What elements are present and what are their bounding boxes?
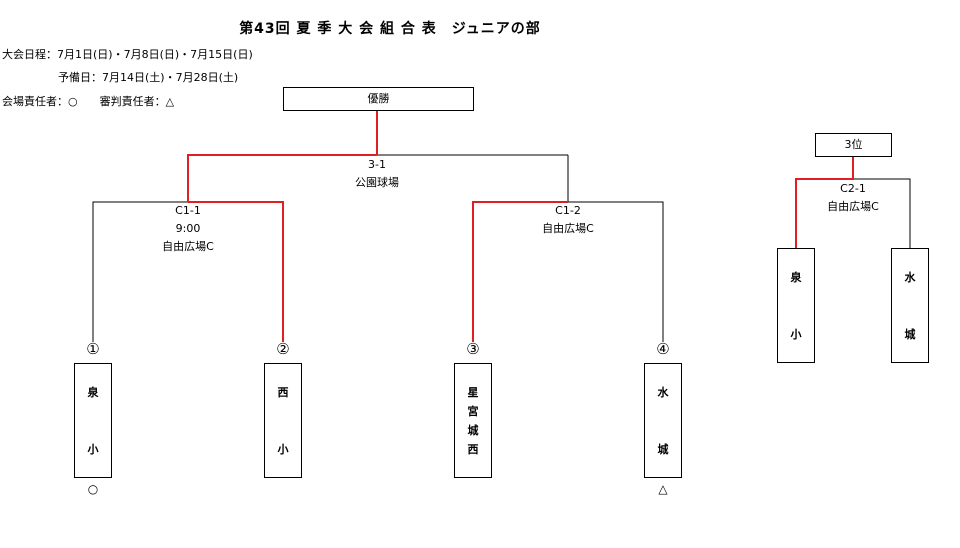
third-right-char-1: 水 [904, 271, 916, 284]
bracket-black-lines [92, 154, 911, 342]
team-box-4: 水 城 [644, 363, 682, 478]
bracket-winner-lines [187, 111, 854, 342]
semi1-time: 9:00 [175, 222, 201, 235]
third-place-team-left: 泉 小 [777, 248, 815, 363]
semi2-venue: 自由広場C [542, 222, 594, 235]
reserve-row: 予備日：7月14日(土)・7月28日(土) [58, 69, 238, 85]
team-3-char-4: 西 [467, 443, 479, 456]
team-number-4: ④ [656, 340, 670, 358]
team-number-3: ③ [466, 340, 480, 358]
team-4-mark: △ [658, 482, 668, 496]
team-2-char-2: 小 [277, 443, 289, 456]
team-box-2: 西 小 [264, 363, 302, 478]
semi1-venue: 自由広場C [162, 240, 214, 253]
team-3-char-3: 城 [467, 424, 479, 437]
third-place-box: 3位 [815, 133, 892, 157]
team-4-char-1: 水 [657, 386, 669, 399]
reserve-dates: 7月14日(土)・7月28日(土) [102, 71, 239, 84]
responsibility-note: 会場責任者：○ 審判責任者：△ [2, 95, 175, 108]
schedule-dates: 7月1日(日)・7月8日(日)・7月15日(日) [57, 48, 253, 61]
third-place-match-label: C2-1 自由広場C [793, 180, 913, 216]
team-number-1: ① [86, 340, 100, 358]
third-left-char-2: 小 [790, 328, 802, 341]
semi2-match-label: C1-2 自由広場C [508, 202, 628, 238]
schedule-label: 大会日程： [2, 48, 57, 61]
final-match-label: 3-1 公園球場 [317, 156, 437, 192]
third-place-venue: 自由広場C [827, 200, 879, 213]
third-place-team-right: 水 城 [891, 248, 929, 363]
final-match-id: 3-1 [368, 158, 386, 171]
team-1-char-1: 泉 [87, 386, 99, 399]
page-title: 第43回 夏 季 大 会 組 合 表 ジュニアの部 [239, 21, 541, 37]
team-box-3: 星 宮 城 西 [454, 363, 492, 478]
semi2-match-id: C1-2 [555, 204, 581, 217]
reserve-label: 予備日： [58, 71, 102, 84]
team-1-mark: ○ [87, 482, 99, 496]
third-right-char-2: 城 [904, 328, 916, 341]
team-number-2: ② [276, 340, 290, 358]
team-2-char-1: 西 [277, 386, 289, 399]
final-venue: 公園球場 [355, 176, 399, 189]
team-3-char-2: 宮 [467, 405, 479, 418]
schedule-row: 大会日程：7月1日(日)・7月8日(日)・7月15日(日) [2, 46, 253, 62]
team-3-char-1: 星 [467, 386, 479, 399]
champion-box: 優勝 [283, 87, 474, 111]
team-4-char-2: 城 [657, 443, 669, 456]
third-left-char-1: 泉 [790, 271, 802, 284]
team-box-1: 泉 小 [74, 363, 112, 478]
team-1-char-2: 小 [87, 443, 99, 456]
third-place-match-id: C2-1 [840, 182, 866, 195]
semi1-match-id: C1-1 [175, 204, 201, 217]
semi1-match-label: C1-1 9:00 自由広場C [128, 202, 248, 256]
